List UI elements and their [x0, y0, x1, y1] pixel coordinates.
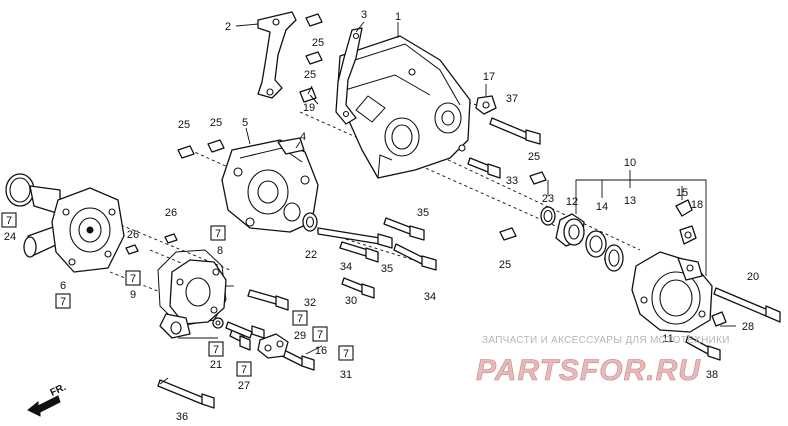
callout-25-d: 25 — [210, 117, 222, 129]
callout-5: 5 — [242, 117, 248, 129]
callout-34-b: 34 — [424, 291, 436, 303]
callout-33: 33 — [506, 175, 518, 187]
bracket-part — [257, 11, 297, 99]
callout-28: 28 — [742, 321, 754, 333]
bolts-right-part — [685, 287, 781, 361]
pump-body-part — [5, 173, 125, 273]
svg-text:7: 7 — [297, 313, 303, 325]
callout-22: 22 — [305, 249, 317, 261]
seal-23-part — [540, 206, 556, 226]
callout-2: 2 — [225, 21, 231, 33]
svg-text:7: 7 — [317, 329, 323, 341]
callout-15: 15 — [676, 187, 688, 199]
callout-37: 37 — [506, 93, 518, 105]
svg-text:7: 7 — [6, 215, 12, 227]
clamp-17-part — [475, 95, 497, 115]
svg-text:7: 7 — [215, 228, 221, 240]
front-direction-arrow: FR. — [27, 382, 68, 417]
clamp-16-part — [257, 333, 289, 359]
ref-box-29: 7 — [292, 310, 308, 326]
callout-8: 8 — [217, 245, 223, 257]
callout-35-b: 35 — [381, 263, 393, 275]
main-cover-part — [337, 35, 471, 179]
bolt-37-part — [489, 117, 541, 145]
callout-25-c: 25 — [178, 119, 190, 131]
housing-11-part — [631, 251, 713, 333]
callout-25-e: 25 — [528, 151, 540, 163]
callout-36: 36 — [176, 411, 188, 423]
gasket-9-part — [157, 249, 227, 327]
pump-cover-part — [221, 137, 319, 233]
ref-box-27: 7 — [236, 361, 252, 377]
callout-35-a: 35 — [417, 207, 429, 219]
svg-text:7: 7 — [60, 296, 66, 308]
callout-26-a: 26 — [165, 207, 177, 219]
svg-text:7: 7 — [213, 344, 219, 356]
callout-31: 31 — [340, 369, 352, 381]
oil-seal-22-part — [302, 212, 318, 232]
thermostat-cover-part — [159, 259, 227, 339]
callout-25-a: 25 — [312, 37, 324, 49]
seal-14-part — [585, 230, 607, 258]
callout-24: 24 — [4, 231, 16, 243]
callout-16: 16 — [315, 345, 327, 357]
callout-9: 9 — [130, 289, 136, 301]
callout-25-f: 25 — [499, 259, 511, 271]
callout-23: 23 — [542, 193, 554, 205]
dowel-pins — [125, 13, 547, 255]
callout-1: 1 — [395, 11, 401, 23]
bracket-strip-part — [335, 27, 363, 125]
svg-text:7: 7 — [241, 364, 247, 376]
watermark-tagline: ЗАПЧАСТИ И АКСЕССУАРЫ ДЛЯ МОТОТЕХНИКИ — [482, 335, 730, 346]
ref-box-6: 7 — [55, 293, 71, 309]
front-direction-label: FR. — [49, 382, 68, 399]
bearing-12-part — [555, 213, 585, 247]
callout-10: 10 — [624, 157, 636, 169]
callout-30: 30 — [345, 295, 357, 307]
spring-13-part — [604, 244, 624, 272]
callout-18: 18 — [691, 199, 703, 211]
callout-4: 4 — [300, 131, 306, 143]
leader-lines — [159, 21, 736, 385]
callout-27: 27 — [238, 380, 250, 392]
ref-box-31: 7 — [338, 345, 354, 361]
ref-box-9: 7 — [125, 270, 141, 286]
callout-11: 11 — [662, 333, 673, 345]
callout-29: 29 — [294, 330, 306, 342]
svg-text:7: 7 — [130, 273, 136, 285]
callout-20: 20 — [747, 271, 759, 283]
callout-25-b: 25 — [304, 69, 316, 81]
callout-34-a: 34 — [340, 261, 352, 273]
fitting-18-part — [675, 199, 697, 245]
ref-box-24: 7 — [1, 212, 17, 228]
callout-12: 12 — [566, 196, 578, 208]
bolts-lower-part — [157, 289, 315, 409]
ref-box-8: 7 — [210, 225, 226, 241]
ref-box-29-side: 7 — [312, 326, 328, 342]
callout-6: 6 — [60, 280, 66, 292]
svg-text:7: 7 — [343, 348, 349, 360]
watermark: ЗАПЧАСТИ И АКСЕССУАРЫ ДЛЯ МОТОТЕХНИКИ PA… — [476, 335, 730, 387]
callout-19: 19 — [303, 102, 315, 114]
callout-17: 17 — [483, 71, 495, 83]
callout-38: 38 — [706, 369, 718, 381]
ref-box-21: 7 — [208, 341, 224, 357]
callout-14: 14 — [596, 201, 608, 213]
callout-21: 21 — [210, 359, 222, 371]
long-bolts-part — [317, 217, 437, 299]
callout-32: 32 — [304, 297, 316, 309]
callout-3: 3 — [361, 9, 367, 21]
callout-13: 13 — [624, 195, 636, 207]
watermark-logo: PARTSFOR.RU — [476, 354, 701, 387]
callout-numbers: 1 2 3 4 5 6 8 9 10 11 12 13 14 15 16 17 … — [4, 9, 759, 423]
callout-26-b: 26 — [127, 229, 139, 241]
bolt-19-part — [299, 87, 319, 105]
reference-boxes: 7 7 7 7 7 7 7 7 — [1, 212, 354, 377]
bolt-33-part — [467, 157, 501, 179]
